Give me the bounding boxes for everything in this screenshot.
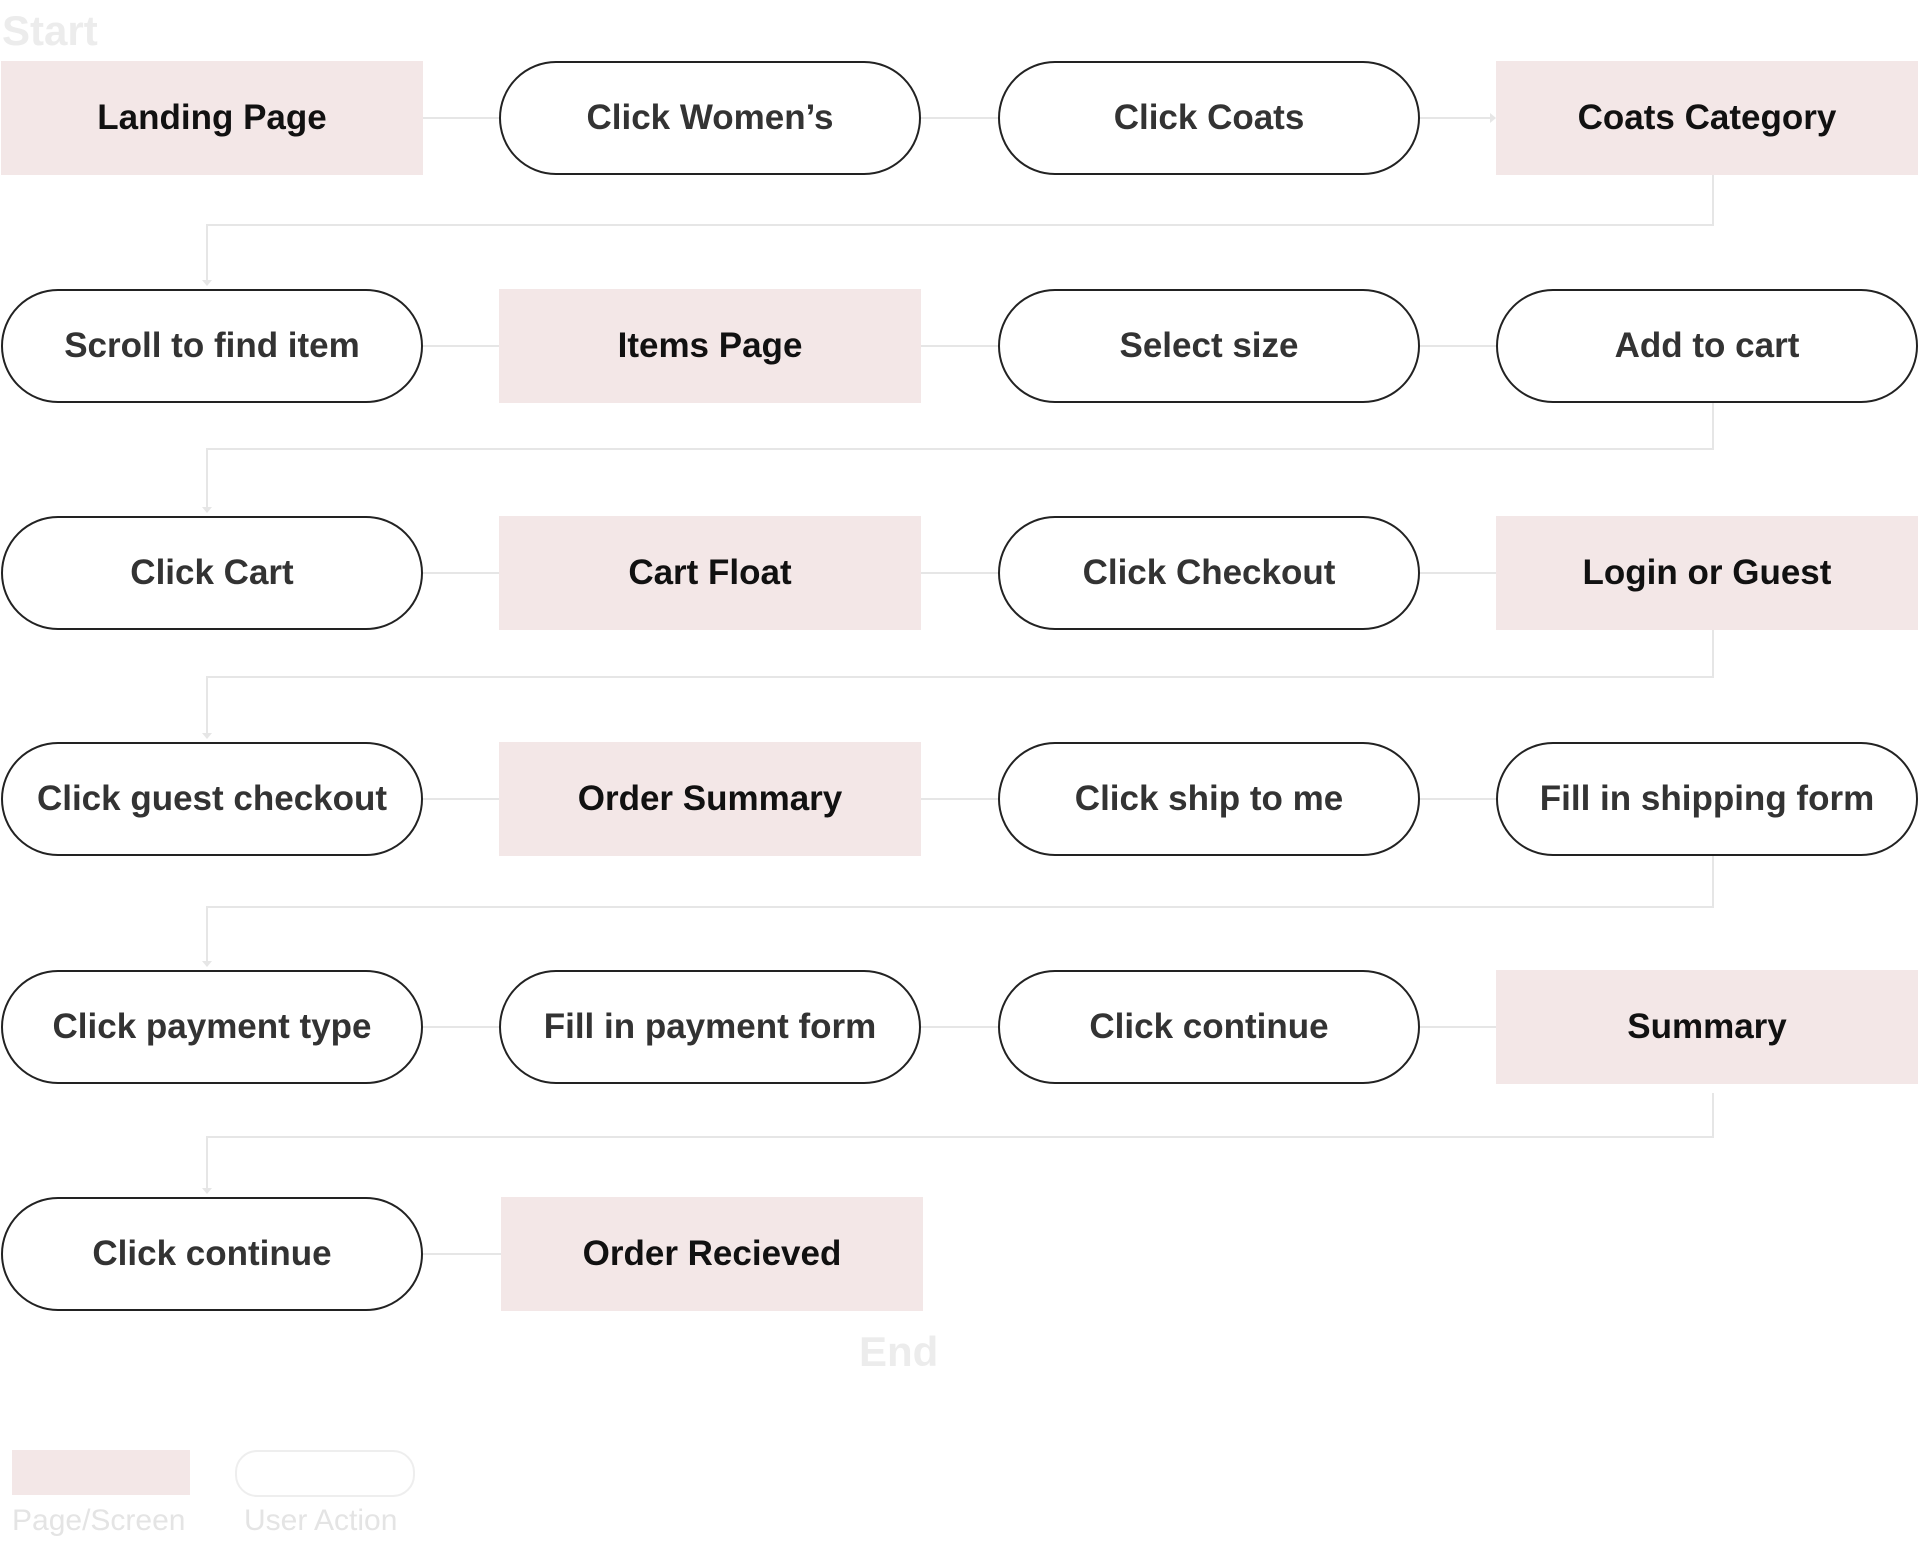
arrowhead <box>202 507 212 513</box>
action-click-womens: Click Women’s <box>499 61 921 175</box>
arrowhead <box>1490 113 1496 123</box>
connector <box>206 630 1714 736</box>
action-add-to-cart: Add to cart <box>1496 289 1918 403</box>
arrowhead <box>202 280 212 286</box>
action-click-ship-to-me: Click ship to me <box>998 742 1420 856</box>
action-scroll-to-find-item: Scroll to find item <box>1 289 423 403</box>
page-landing: Landing Page <box>1 61 423 175</box>
page-summary: Summary <box>1496 970 1918 1084</box>
arrowhead <box>202 961 212 967</box>
arrowhead <box>202 733 212 739</box>
connector <box>206 403 1714 510</box>
action-click-continue: Click continue <box>998 970 1420 1084</box>
action-click-coats: Click Coats <box>998 61 1420 175</box>
action-click-payment-type: Click payment type <box>1 970 423 1084</box>
page-coats-category: Coats Category <box>1496 61 1918 175</box>
start-label: Start <box>2 7 98 54</box>
connector <box>206 175 1714 282</box>
action-click-continue-final: Click continue <box>1 1197 423 1311</box>
connector <box>206 1093 1714 1191</box>
arrowhead <box>202 1188 212 1194</box>
legend-action-swatch <box>235 1450 415 1497</box>
action-select-size: Select size <box>998 289 1420 403</box>
action-click-checkout: Click Checkout <box>998 516 1420 630</box>
end-label: End <box>859 1328 939 1375</box>
action-click-guest-checkout: Click guest checkout <box>1 742 423 856</box>
page-cart-float: Cart Float <box>499 516 921 630</box>
connector <box>206 856 1714 964</box>
legend-action-label: User Action <box>244 1504 398 1537</box>
page-order-received: Order Recieved <box>501 1197 923 1311</box>
page-login-or-guest: Login or Guest <box>1496 516 1918 630</box>
page-order-summary: Order Summary <box>499 742 921 856</box>
legend-page-label: Page/Screen <box>12 1504 186 1537</box>
action-fill-shipping-form: Fill in shipping form <box>1496 742 1918 856</box>
legend-page-swatch <box>12 1450 190 1495</box>
page-items: Items Page <box>499 289 921 403</box>
action-click-cart: Click Cart <box>1 516 423 630</box>
action-fill-payment-form: Fill in payment form <box>499 970 921 1084</box>
